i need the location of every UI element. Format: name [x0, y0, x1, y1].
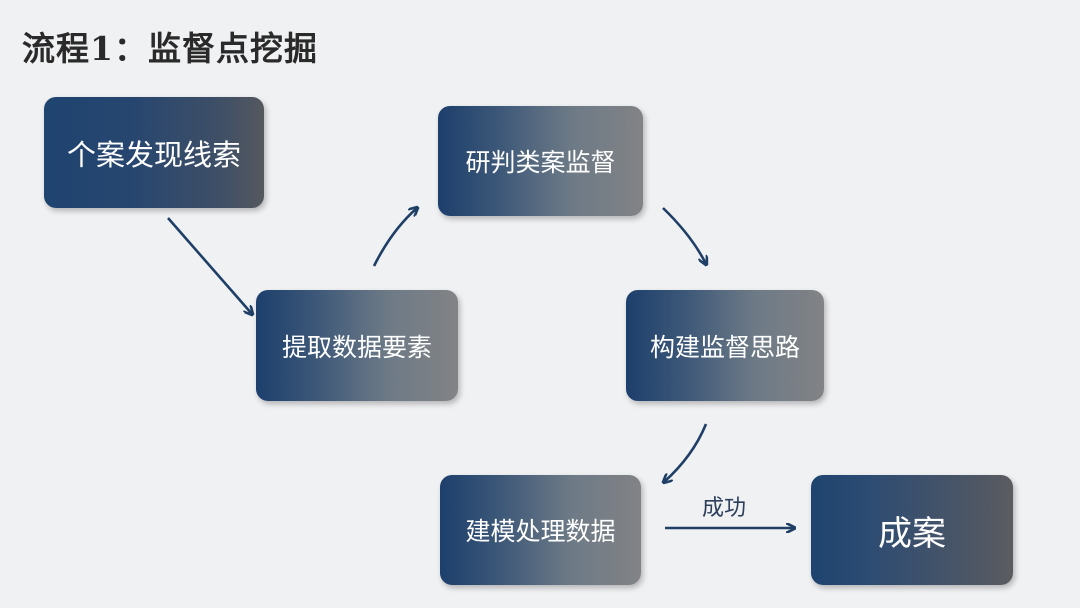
arrow-n1-to-n3	[167, 217, 252, 314]
arrow-n2-to-n4	[662, 207, 706, 264]
page-title: 流程1：监督点挖掘	[22, 29, 318, 68]
node-label: 提取数据要素	[281, 332, 432, 362]
node-extract-data-elements: 提取数据要素	[256, 290, 458, 401]
node-label: 成案	[878, 513, 946, 554]
node-case-clue: 个案发现线索	[44, 97, 264, 208]
node-label: 个案发现线索	[66, 137, 241, 172]
node-case-formed: 成案	[811, 475, 1013, 585]
node-label: 研判类案监督	[465, 148, 616, 177]
node-label: 建模处理数据	[465, 517, 616, 546]
arrow-n3-to-n2	[372, 208, 417, 267]
node-build-supervision-idea: 构建监督思路	[626, 290, 824, 401]
node-label: 构建监督思路	[649, 332, 800, 362]
node-model-process-data: 建模处理数据	[440, 475, 641, 585]
edge-label-success: 成功	[702, 496, 747, 521]
arrow-n4-to-n5	[664, 423, 708, 482]
node-analyze-similar-cases: 研判类案监督	[438, 106, 643, 216]
